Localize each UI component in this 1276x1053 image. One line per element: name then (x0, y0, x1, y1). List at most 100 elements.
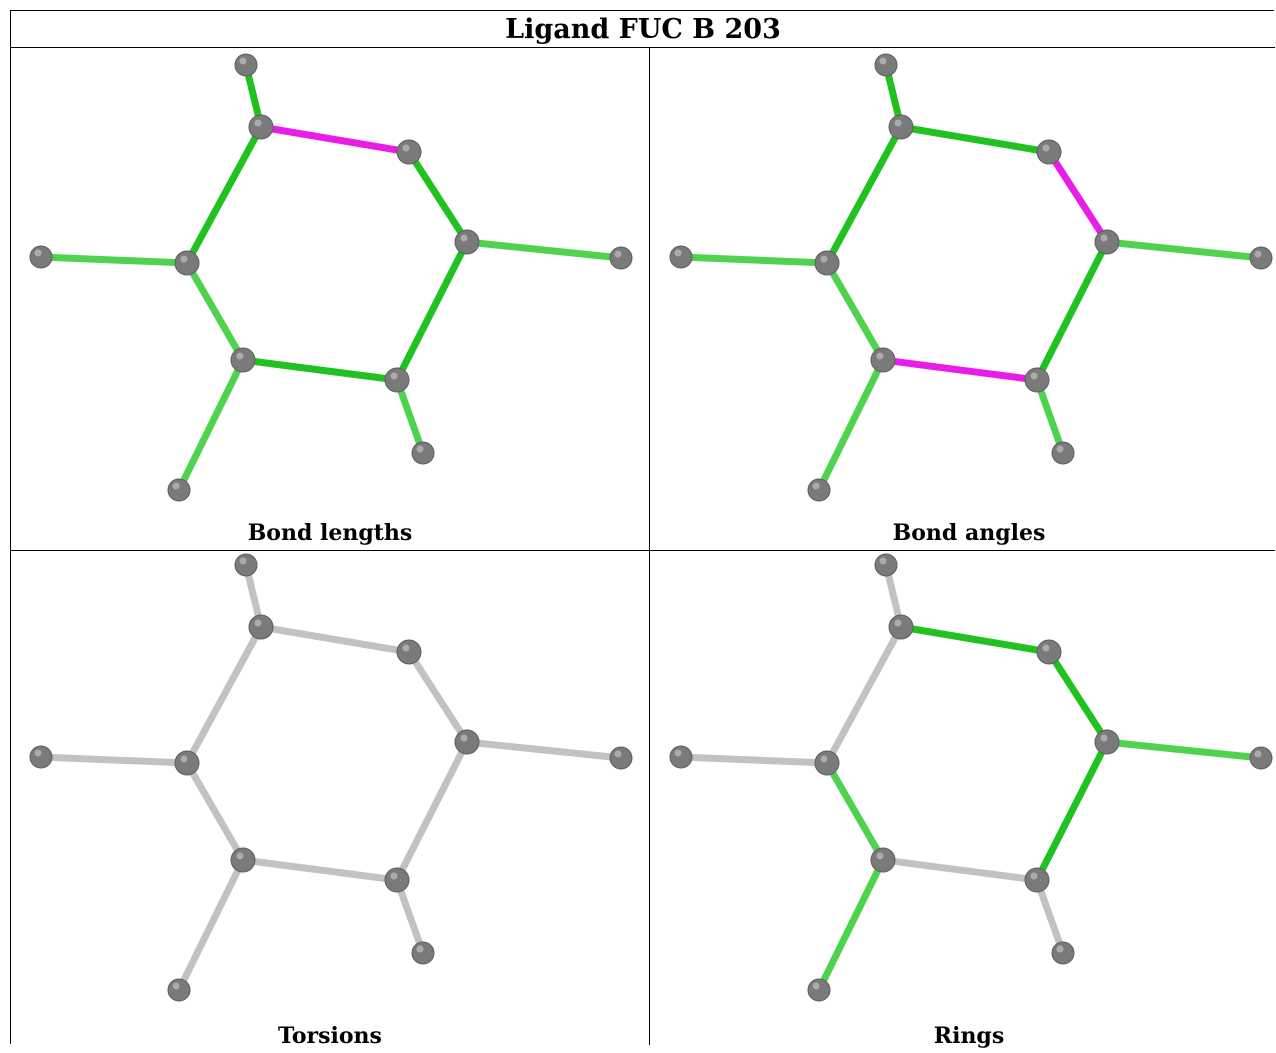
bond (37, 253, 191, 267)
bond (37, 753, 191, 767)
atom (174, 250, 200, 276)
atom (396, 139, 422, 165)
bond (1033, 876, 1067, 957)
atom-highlight (172, 482, 180, 490)
atom-highlight (34, 249, 42, 257)
atom-highlight (812, 982, 820, 990)
atom (248, 114, 274, 140)
atom (1036, 139, 1062, 165)
panel-rings: Rings (650, 551, 1276, 1053)
bond (879, 356, 1041, 384)
bond (239, 356, 401, 384)
atom-highlight (402, 144, 410, 152)
atom-highlight (239, 557, 247, 565)
bond (393, 238, 471, 384)
atom (1094, 729, 1120, 755)
atom-highlight (1100, 234, 1108, 242)
atom-highlight (180, 255, 188, 263)
atom (411, 441, 435, 465)
atom-highlight (460, 234, 468, 242)
molecule-rings (669, 553, 1273, 1002)
grid-divider-horizontal (11, 550, 1275, 551)
atom-highlight (254, 619, 262, 627)
bond (897, 623, 1053, 656)
atom-highlight (1042, 644, 1050, 652)
atom-highlight (254, 119, 262, 127)
atom (1024, 867, 1050, 893)
bond (183, 759, 247, 864)
bond (405, 648, 471, 746)
figure-frame: Ligand FUC B 203 Bond lengths Bond angle… (10, 10, 1276, 1049)
molecule-bond-angles (669, 53, 1273, 502)
atom-highlight (416, 445, 424, 453)
atom (1024, 367, 1050, 393)
bond (823, 759, 887, 864)
bond (823, 259, 887, 364)
bond (1045, 148, 1111, 246)
atom (1094, 229, 1120, 255)
atom-highlight (1042, 144, 1050, 152)
atom-highlight (460, 734, 468, 742)
bond (677, 253, 831, 267)
bond (823, 623, 905, 767)
atom-highlight (180, 755, 188, 763)
atom (29, 245, 53, 269)
bond (1033, 376, 1067, 457)
atom-highlight (236, 352, 244, 360)
atom (874, 53, 898, 77)
bond (405, 148, 471, 246)
atom (411, 941, 435, 965)
atom (174, 750, 200, 776)
atom-highlight (390, 372, 398, 380)
atom (396, 639, 422, 665)
atom (167, 978, 191, 1002)
atom (29, 745, 53, 769)
panel-bond-lengths: Bond lengths (11, 48, 649, 550)
atom-highlight (820, 255, 828, 263)
atom (234, 553, 258, 577)
atom-highlight (879, 57, 887, 65)
atom-highlight (390, 872, 398, 880)
bond (815, 856, 887, 994)
bond (1103, 738, 1265, 762)
bond (393, 738, 471, 884)
bond (815, 356, 887, 494)
atom (814, 250, 840, 276)
atom (230, 847, 256, 873)
figure-title: Ligand FUC B 203 (11, 11, 1275, 48)
bond (257, 623, 413, 656)
atom-highlight (1056, 445, 1064, 453)
atom-highlight (1254, 250, 1262, 258)
atom (807, 478, 831, 502)
atom-highlight (416, 945, 424, 953)
atom (874, 553, 898, 577)
atom-highlight (876, 352, 884, 360)
atom-highlight (820, 755, 828, 763)
atom-highlight (1100, 734, 1108, 742)
atom (888, 614, 914, 640)
bond (183, 123, 265, 267)
atom (814, 750, 840, 776)
atom (454, 729, 480, 755)
bond (1045, 648, 1111, 746)
atom (870, 847, 896, 873)
atom-highlight (1030, 372, 1038, 380)
atom-highlight (1254, 750, 1262, 758)
atom (454, 229, 480, 255)
atom-highlight (876, 852, 884, 860)
atom (1249, 746, 1273, 770)
atom (1249, 246, 1273, 270)
bond (1033, 238, 1111, 384)
molecule-bond-lengths (29, 53, 633, 502)
atom (1036, 639, 1062, 665)
atom (248, 614, 274, 640)
atom (384, 867, 410, 893)
bond (239, 856, 401, 884)
panel-bond-angles: Bond angles (650, 48, 1276, 550)
atom-highlight (239, 57, 247, 65)
bond (257, 123, 413, 156)
panel-caption: Bond lengths (247, 520, 413, 546)
atom (807, 978, 831, 1002)
atom (167, 478, 191, 502)
atom-highlight (894, 619, 902, 627)
